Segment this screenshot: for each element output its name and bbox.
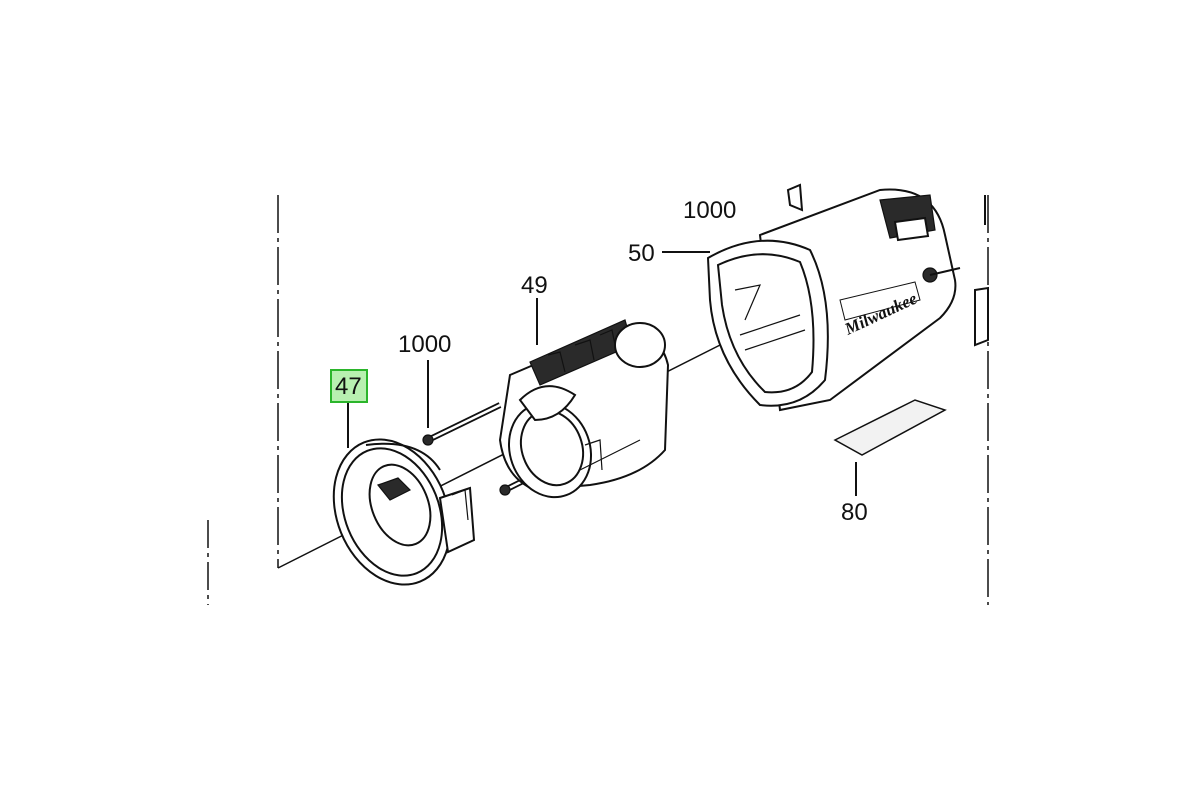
- leader-lines: [347, 251, 857, 496]
- end-cap-ring-part-47: [332, 438, 476, 586]
- callout-49: 49: [521, 272, 548, 299]
- label-plate-part-80: [833, 399, 947, 456]
- callout-1000-top: 1000: [683, 197, 736, 224]
- callout-47: 47: [335, 373, 362, 400]
- callout-1000-screw: 1000: [398, 331, 451, 358]
- stator-field-part-49: [498, 319, 670, 499]
- callout-80: 80: [841, 499, 868, 526]
- frame-lines: [207, 195, 989, 605]
- callout-50: 50: [628, 240, 655, 267]
- motor-housing-part-50: Milwaukee: [706, 183, 989, 412]
- highlight-box-47: [330, 369, 368, 403]
